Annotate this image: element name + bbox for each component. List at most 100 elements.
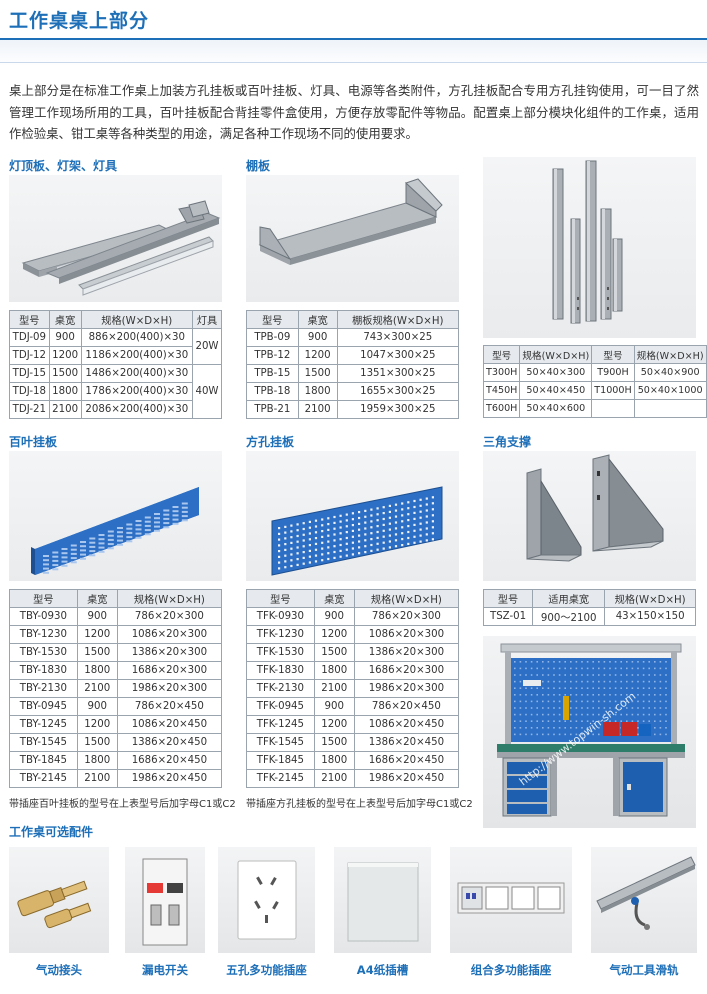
table-cell: 1686×20×450: [116, 751, 223, 770]
table-header: 规格(W×D×H): [633, 345, 707, 364]
section-title-louver: 百叶挂板: [9, 435, 58, 449]
table-cell: 1500: [76, 733, 118, 752]
title-rule: [0, 38, 707, 66]
table-cell: 900: [313, 697, 355, 716]
table-cell: 1200: [48, 346, 82, 365]
table-cell: 2100: [297, 400, 338, 419]
five-hole-socket-image: [218, 847, 315, 953]
table-cell: TFK-1830: [246, 661, 315, 680]
table-header: 规格(W×D×H): [519, 345, 593, 364]
table-cell: TBY-1245: [9, 715, 78, 734]
table-cell: 900～2100: [532, 607, 606, 626]
table-cell: 50×40×900: [633, 363, 707, 382]
table-cell: 1800: [313, 661, 355, 680]
combo-socket-image: [450, 847, 572, 953]
table-row: TSZ-01 900～2100 43×150×150: [482, 607, 696, 626]
section-title-pegboard: 方孔挂板: [246, 435, 295, 449]
section-title-accessories: 工作桌可选配件: [9, 825, 94, 839]
table-header: 规格(W×D×H): [353, 589, 460, 608]
table-row: TDJ-18 1800 1786×200(400)×30: [9, 382, 222, 401]
table-header-row: 型号 桌宽 规格(W×D×H): [246, 589, 460, 608]
intro-paragraph: 桌上部分是在标准工作桌上加装方孔挂板或百叶挂板、灯具、电源等各类附件，方孔挂板配…: [9, 83, 699, 141]
table-header: 型号: [482, 345, 521, 364]
table-cell: 2100: [313, 679, 355, 698]
table-row: TDJ-09 900 886×200(400)×30 20W: [9, 328, 222, 365]
table-cell: T1000H: [591, 381, 635, 400]
table-cell: [591, 399, 635, 418]
table-cell: 1086×20×450: [353, 715, 460, 734]
table-cell: TBY-2145: [9, 769, 78, 788]
table-header: 型号: [482, 589, 534, 608]
table-header: 桌宽: [76, 589, 118, 608]
table-cell: 1655×300×25: [336, 382, 460, 401]
louver-table-note: 带插座百叶挂板的型号在上表型号后加字母C1或C2: [9, 799, 236, 810]
table-row: TDJ-15 1500 1486×200(400)×30 40W: [9, 364, 222, 419]
table-cell: TFK-1530: [246, 643, 315, 662]
table-cell: TDJ-15: [9, 364, 50, 383]
table-header: 型号: [9, 589, 78, 608]
pegboard-table-note: 带插座方孔挂板的型号在上表型号后加字母C1或C2: [246, 799, 473, 810]
table-cell: 1200: [76, 715, 118, 734]
table-cell: 1200: [76, 625, 118, 644]
table-cell: T900H: [591, 363, 635, 382]
table-cell: 50×40×450: [519, 381, 593, 400]
table-cell: 1800: [297, 382, 338, 401]
accessory-label-air-tool-rail: 气动工具滑轨: [609, 963, 679, 977]
bracket-spec-table: 型号 适用桌宽 规格(W×D×H) TSZ-01 900～2100 43×150…: [482, 589, 696, 626]
table-cell: TBY-1830: [9, 661, 78, 680]
table-row: TDJ-12 1200 1186×200(400)×30: [9, 346, 222, 365]
table-cell: 1500: [313, 643, 355, 662]
table-cell: 2100: [48, 400, 82, 419]
table-cell: 1500: [48, 364, 82, 383]
table-header: 型号: [246, 589, 315, 608]
table-cell: 1386×20×300: [116, 643, 223, 662]
table-cell: 1800: [313, 751, 355, 770]
table-cell: 786×20×450: [353, 697, 460, 716]
table-cell: 886×200(400)×30: [80, 328, 194, 347]
workbench-photo: http://www.topwin-sh.com: [483, 636, 696, 828]
lamp-cell: 40W: [192, 364, 222, 419]
table-header: 桌宽: [48, 310, 82, 329]
table-header: 灯具: [192, 310, 222, 329]
table-header-row: 型号 规格(W×D×H) 型号 规格(W×D×H): [482, 345, 707, 364]
table-cell: 1800: [48, 382, 82, 401]
table-cell: 2100: [76, 679, 118, 698]
table-cell: TPB-12: [246, 346, 299, 365]
table-header: 规格(W×D×H): [604, 589, 696, 608]
table-cell: 1959×300×25: [336, 400, 460, 419]
table-header: 规格(W×D×H): [80, 310, 194, 329]
table-cell: TBY-1530: [9, 643, 78, 662]
table-cell: 1200: [313, 625, 355, 644]
lights-spec-table: 型号 桌宽 规格(W×D×H) 灯具 TDJ-09 900 886×200(40…: [9, 310, 222, 419]
table-cell: 50×40×1000: [633, 381, 707, 400]
table-header: 桌宽: [297, 310, 338, 329]
column-image: [483, 157, 696, 338]
table-cell: TPB-21: [246, 400, 299, 419]
table-cell: 1800: [76, 751, 118, 770]
accessory-label-combo-socket: 组合多功能插座: [470, 963, 552, 977]
table-cell: 1086×20×300: [116, 625, 223, 644]
table-cell: T450H: [482, 381, 521, 400]
section-title-lights: 灯顶板、灯架、灯具: [9, 159, 118, 173]
shelf-image: [246, 175, 459, 302]
table-cell: 1200: [297, 346, 338, 365]
lamp-cell: 20W: [192, 328, 222, 365]
table-cell: 900: [48, 328, 82, 347]
pegboard-image: [246, 451, 459, 581]
table-cell: 1200: [313, 715, 355, 734]
table-cell: TFK-2145: [246, 769, 315, 788]
table-header-row: 型号 适用桌宽 规格(W×D×H): [482, 589, 696, 608]
table-cell: T600H: [482, 399, 521, 418]
table-header-row: 型号 桌宽 棚板规格(W×D×H): [246, 310, 460, 329]
